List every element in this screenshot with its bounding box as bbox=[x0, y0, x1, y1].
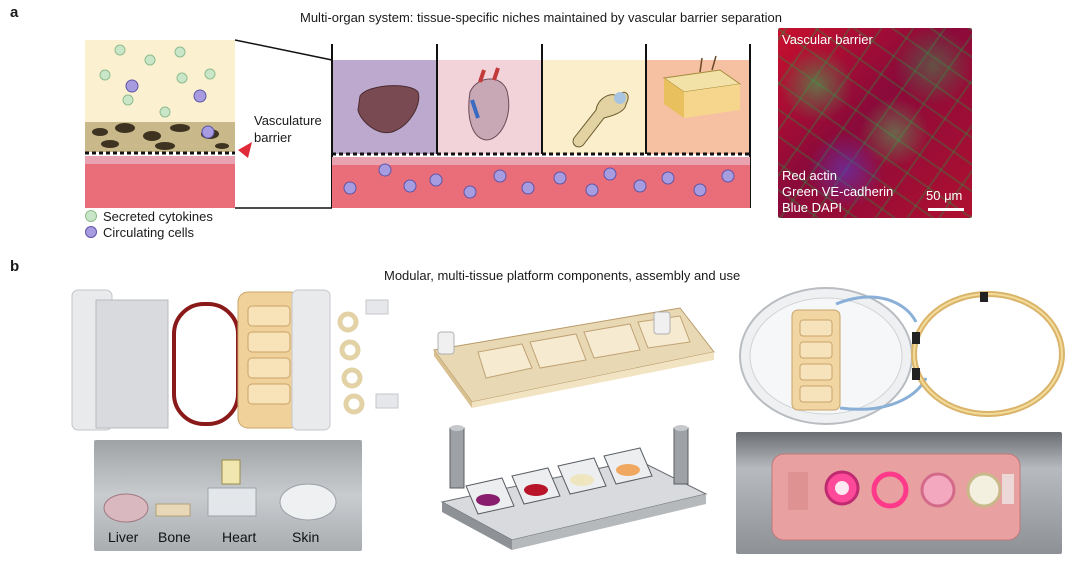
panel-b-letter: b bbox=[10, 258, 20, 275]
legend: Secreted cytokines Circulating cells bbox=[85, 208, 213, 240]
micrograph-title: Vascular barrier bbox=[782, 32, 873, 47]
liver-organ-icon bbox=[357, 85, 420, 134]
barrier-arrow bbox=[238, 142, 252, 158]
tissue-label-heart: Heart bbox=[222, 529, 257, 545]
schematic-diagram bbox=[85, 39, 751, 209]
tissue-label-skin: Skin bbox=[292, 529, 320, 545]
platform-components-photo bbox=[66, 282, 416, 436]
legend-item-cells: Circulating cells bbox=[85, 224, 213, 240]
tissue-label-bone: Bone bbox=[158, 529, 191, 545]
shared-vascular-channel bbox=[332, 165, 750, 208]
vascular-channel bbox=[85, 164, 235, 208]
panel-b-title: Modular, multi-tissue platform component… bbox=[384, 268, 741, 283]
stain-legend: Red actin Green VE-cadherin Blue DAPI bbox=[782, 168, 894, 215]
tissue-label-liver: Liver bbox=[108, 529, 139, 545]
legend-item-cytokines: Secreted cytokines bbox=[85, 208, 213, 224]
bone-organ-icon bbox=[572, 91, 629, 148]
assembled-device-photo bbox=[433, 307, 715, 408]
panel-a-letter: a bbox=[10, 4, 19, 21]
perfusion-setup-photo bbox=[739, 287, 1065, 425]
vascular-barrier-micrograph: Vascular barrier Red actin Green VE-cadh… bbox=[778, 28, 972, 218]
scale-bar bbox=[928, 208, 964, 211]
skin-organ-icon bbox=[662, 55, 742, 118]
panel-a-title: Multi-organ system: tissue-specific nich… bbox=[300, 10, 782, 25]
vasculature-barrier-label: Vasculature barrier bbox=[254, 113, 322, 145]
cell-swatch-icon bbox=[85, 226, 97, 238]
cad-rendering bbox=[440, 425, 708, 550]
cytokine-dots bbox=[90, 44, 216, 186]
cytokine-swatch-icon bbox=[85, 210, 97, 222]
scale-bar-label: 50 μm bbox=[926, 188, 963, 203]
media-filled-device-photo bbox=[736, 432, 1062, 554]
bone-chamber bbox=[542, 60, 646, 154]
heart-organ-icon bbox=[468, 78, 510, 141]
tissue-compartment bbox=[85, 40, 235, 128]
tissue-photo: Liver Bone Heart Skin bbox=[94, 440, 362, 551]
